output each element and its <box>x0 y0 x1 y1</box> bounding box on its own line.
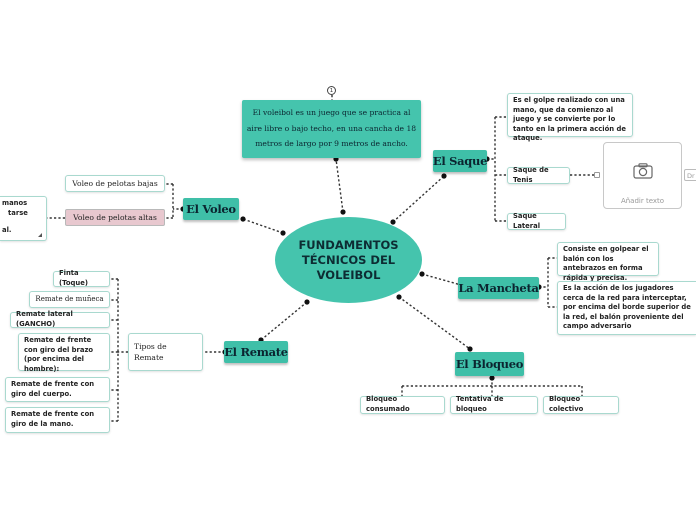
topic-el-bloqueo[interactable]: El Bloqueo <box>455 352 524 376</box>
remate-giro-brazo[interactable]: Remate de frente con giro del brazo (por… <box>18 333 110 373</box>
note-number-badge[interactable]: 1 <box>327 86 336 95</box>
remate-lateral-label: Remate lateral (GANCHO) <box>16 310 73 328</box>
topic-el-bloqueo-label: El Bloqueo <box>455 357 524 371</box>
remate-finta-label: Finta (Toque) <box>59 269 88 287</box>
voleo-note-truncated[interactable]: manos tarse al. <box>0 196 47 241</box>
camera-icon <box>633 163 653 179</box>
voleo-pelotas-altas[interactable]: Voleo de pelotas altas <box>65 209 165 226</box>
saque-lateral-label: Saque Lateral <box>513 211 541 230</box>
topic-el-remate-label: El Remate <box>224 345 288 359</box>
remate-muneca[interactable]: Remate de muñeca <box>29 291 110 308</box>
topic-el-voleo[interactable]: El Voleo <box>183 198 239 220</box>
central-topic-label: FUNDAMENTOS TÉCNICOS DEL VOLEIBOL <box>298 237 399 282</box>
bloqueo-colectivo-label: Bloqueo colectivo <box>549 395 584 413</box>
remate-giro-brazo-text: Remate de frente con giro del brazo (por… <box>24 336 94 373</box>
image-placeholder-label: Añadir texto <box>620 197 665 205</box>
voleo-note-line-3: al. <box>2 226 12 235</box>
voleo-pelotas-bajas-label: Voleo de pelotas bajas <box>72 179 158 188</box>
remate-giro-mano-text: Remate de frente con giro de la mano. <box>11 410 95 428</box>
voleibol-description-text: El voleibol es un juego que se practica … <box>246 108 417 148</box>
image-overflow-tag: Dr <box>684 169 696 181</box>
image-checkbox[interactable] <box>594 172 600 178</box>
resize-handle-icon[interactable] <box>38 233 42 237</box>
saque-definition[interactable]: Es el golpe realizado con una mano, que … <box>507 93 633 142</box>
topic-la-mancheta-label: La Mancheta <box>458 281 539 295</box>
bloqueo-consumado[interactable]: Bloqueo consumado <box>360 395 445 414</box>
voleibol-description[interactable]: El voleibol es un juego que se practica … <box>242 100 421 158</box>
bloqueo-colectivo[interactable]: Bloqueo colectivo <box>543 395 619 414</box>
central-topic[interactable]: FUNDAMENTOS TÉCNICOS DEL VOLEIBOL <box>275 217 422 303</box>
tentativa-de-bloqueo-label: Tentativa de bloqueo <box>456 395 504 413</box>
bloqueo-consumado-label: Bloqueo consumado <box>366 395 410 413</box>
topic-el-saque-label: El Saque <box>432 154 488 168</box>
tipos-de-remate[interactable]: Tipos de Remate <box>128 333 203 371</box>
saque-de-tenis[interactable]: Saque de Tenis <box>507 165 570 184</box>
remate-giro-cuerpo[interactable]: Remate de frente con giro del cuerpo. <box>5 377 110 402</box>
remate-muneca-label: Remate de muñeca <box>35 295 104 303</box>
saque-de-tenis-label: Saque de Tenis <box>513 165 549 184</box>
remate-giro-mano[interactable]: Remate de frente con giro de la mano. <box>5 407 110 433</box>
remate-finta[interactable]: Finta (Toque) <box>53 269 110 287</box>
image-placeholder[interactable]: Añadir texto <box>603 142 682 209</box>
image-overflow-tag-text: Dr <box>687 172 695 180</box>
remate-giro-cuerpo-text: Remate de frente con giro del cuerpo. <box>11 380 95 398</box>
saque-definition-text: Es el golpe realizado con una mano, que … <box>513 96 626 143</box>
remate-lateral[interactable]: Remate lateral (GANCHO) <box>10 310 110 328</box>
tentativa-de-bloqueo[interactable]: Tentativa de bloqueo <box>450 395 538 414</box>
tipos-de-remate-label: Tipos de Remate <box>134 342 167 362</box>
topic-el-saque[interactable]: El Saque <box>433 150 487 172</box>
mancheta-definition[interactable]: Consiste en golpear el balón con los ant… <box>557 242 659 282</box>
topic-la-mancheta[interactable]: La Mancheta <box>458 277 539 299</box>
voleo-pelotas-bajas[interactable]: Voleo de pelotas bajas <box>65 175 165 192</box>
saque-lateral[interactable]: Saque Lateral <box>507 211 566 230</box>
voleo-note-line-1: manos <box>2 199 28 207</box>
mancheta-red-action[interactable]: Es la acción de los jugadores cerca de l… <box>557 281 696 335</box>
topic-el-voleo-label: El Voleo <box>186 202 236 216</box>
mancheta-definition-text: Consiste en golpear el balón con los ant… <box>563 245 649 282</box>
topic-el-remate[interactable]: El Remate <box>224 341 288 363</box>
voleo-pelotas-altas-label: Voleo de pelotas altas <box>73 213 157 222</box>
mancheta-red-action-text: Es la acción de los jugadores cerca de l… <box>563 284 691 331</box>
voleo-note-line-2: tarse <box>8 208 28 217</box>
